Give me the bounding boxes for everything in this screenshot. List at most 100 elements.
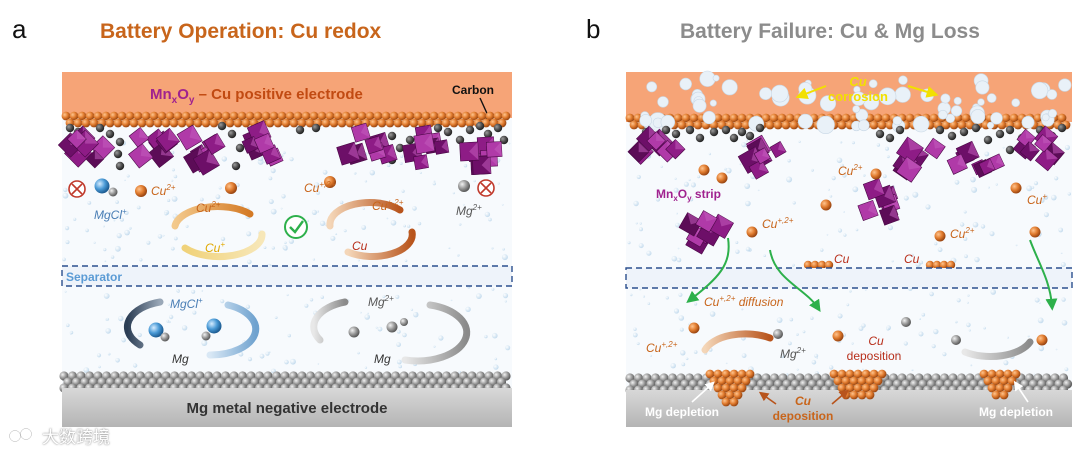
corrosion-void: [702, 110, 716, 125]
cu-atom: [777, 113, 787, 123]
electrolyte-bubble: [386, 163, 391, 168]
mg-ion: [458, 180, 470, 192]
electrolyte-bubble: [842, 173, 847, 178]
electrolyte-bubble: [173, 174, 178, 179]
cu-ion: [698, 164, 710, 176]
electrolyte-bubble: [911, 369, 914, 372]
cu-ion: [746, 226, 758, 238]
carbon-particle: [671, 129, 681, 139]
cu-atom: [229, 111, 239, 121]
electrolyte-bubble: [309, 298, 314, 302]
mnox-crystal: [128, 126, 181, 169]
electrolyte-bubble: [271, 246, 275, 250]
corrosion-void: [857, 119, 870, 132]
corrosion-void: [975, 80, 990, 95]
deposition-label-bottom: deposition: [773, 409, 834, 423]
cu-atom: [721, 113, 731, 123]
mg-ion: [348, 326, 360, 338]
electrolyte-bubble: [918, 331, 924, 337]
electrolyte-bubble: [676, 257, 682, 263]
electrolyte-bubble: [798, 140, 801, 143]
electrolyte-bubble: [1051, 194, 1057, 201]
electrolyte-bubble: [1061, 297, 1066, 302]
electrolyte-bubble: [102, 225, 105, 228]
separator-label: Separator: [66, 270, 122, 284]
electrolyte-bubble: [627, 241, 631, 245]
electrolyte-bubble: [1034, 297, 1040, 303]
carbon-particle: [1057, 123, 1067, 133]
electrolyte-bubble: [903, 341, 908, 346]
corrosion-void: [851, 91, 866, 106]
electrolyte-bubble: [96, 353, 102, 358]
cycle2-cu-label: Cu: [352, 239, 368, 253]
corrosion-void: [990, 112, 1003, 125]
electrolyte-bubble: [826, 233, 829, 236]
electrolyte-bubble: [263, 246, 267, 250]
electrolyte-bubble: [739, 163, 742, 166]
cu-mixed-label-lower: Cu+,2+: [646, 340, 678, 355]
electrolyte-bubble: [157, 234, 163, 239]
electrolyte-bubble: [501, 203, 504, 206]
electrolyte-bubble: [802, 330, 806, 334]
mnox-strip-label: MnxOy strip: [656, 187, 721, 203]
electrolyte-bubble: [281, 194, 286, 199]
electrolyte-bubble: [816, 357, 818, 359]
cu-atom: [69, 111, 79, 121]
cu-atom: [1001, 113, 1011, 123]
cu-ion: [1029, 226, 1041, 238]
cu-atom: [737, 113, 747, 123]
electrolyte-bubble: [639, 222, 642, 225]
electrolyte-bubble: [413, 312, 419, 318]
electrolyte-bubble: [484, 334, 488, 339]
electrolyte-bubble: [983, 326, 986, 330]
electrolyte-bubble: [864, 289, 867, 291]
carbon-particle: [227, 129, 237, 139]
cu-deposit-atom: [991, 390, 1001, 400]
cu-atom: [769, 113, 779, 123]
electrolyte-bubble: [395, 294, 400, 299]
electrolyte-bubble: [403, 224, 406, 228]
electrolyte-bubble: [837, 313, 843, 319]
electrolyte-bubble: [164, 212, 168, 216]
cu-mixed-label: Cu+,2+: [762, 216, 794, 231]
electrolyte-bubble: [683, 181, 689, 187]
carbon-particle: [885, 133, 895, 143]
electrolyte-bubble: [987, 186, 990, 189]
cu-atom: [317, 111, 327, 121]
mnox-crystal: [176, 124, 226, 176]
cu-atom: [157, 111, 167, 121]
electrolyte-bubble: [364, 180, 368, 183]
cu-deposit-atom: [725, 390, 735, 400]
cycle4-mg-label: Mg: [374, 352, 391, 366]
cu-deposit-atom: [729, 369, 739, 379]
electrolyte-bubble: [745, 246, 751, 252]
electrolyte-bubble: [1039, 198, 1045, 203]
electrolyte-bubble: [780, 353, 786, 359]
corrosion-void: [986, 121, 994, 129]
electrolyte-bubble: [1043, 212, 1049, 218]
carbon-particle: [745, 131, 755, 141]
diffusion-arrow: [769, 249, 821, 313]
electrolyte-bubble: [1064, 367, 1069, 372]
cu-deposit-atom: [705, 369, 715, 379]
electrolyte-bubble: [690, 182, 696, 188]
electrolyte-bubble: [335, 233, 338, 236]
cu-deposit-atom: [987, 369, 997, 379]
electrolyte-bubble: [829, 365, 834, 370]
corrosion-void: [819, 95, 837, 112]
cu-atom: [349, 111, 359, 121]
cu-deposit-atom: [733, 376, 743, 386]
cu-deposit-atom: [853, 383, 863, 393]
electrolyte-bubble: [1038, 345, 1045, 352]
cu-deposit-atom: [869, 369, 879, 379]
electrolyte-bubble: [396, 342, 401, 347]
electrolyte-bubble: [1033, 181, 1039, 186]
mg-ion: [773, 329, 783, 339]
cu-atom: [73, 118, 83, 128]
electrolyte-bubble: [1026, 185, 1033, 192]
electrolyte-bubble: [286, 293, 289, 297]
corrosion-void: [892, 116, 902, 126]
electrolyte-bubble: [432, 182, 436, 186]
electrolyte-bubble: [990, 289, 996, 295]
cu-atom: [109, 111, 119, 121]
